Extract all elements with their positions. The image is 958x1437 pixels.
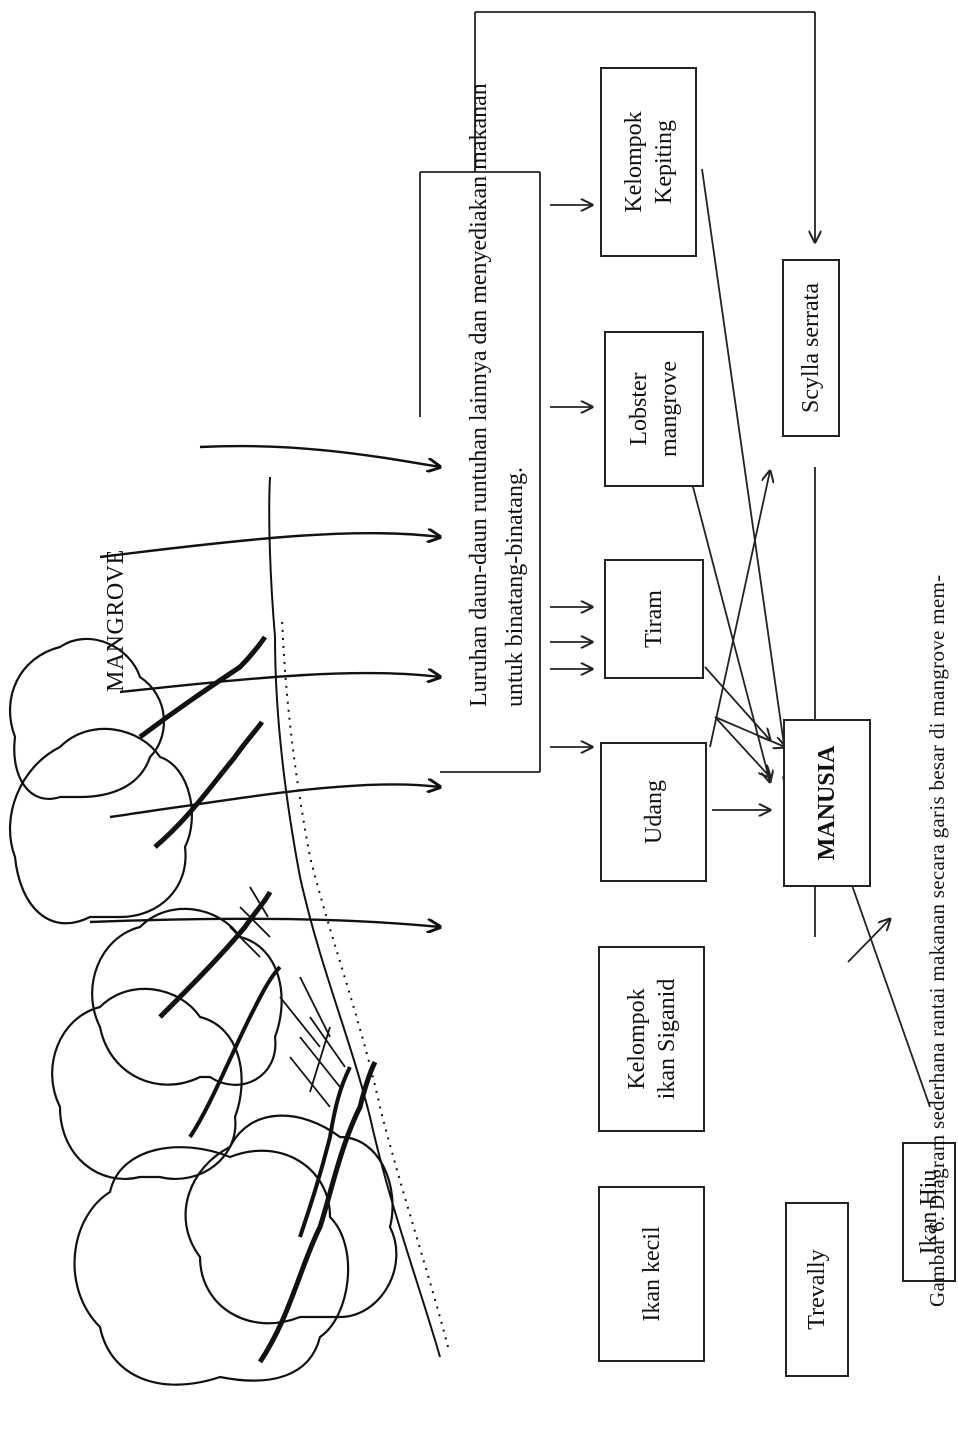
canopy-3 [51, 987, 243, 1180]
canopy-1 [73, 1146, 350, 1386]
trunk-2 [298, 1066, 352, 1238]
tiram-to-manusia [704, 666, 770, 740]
canopy-2 [184, 1114, 398, 1325]
trunk-6 [138, 635, 268, 740]
detritus-text-line1: Luruhan daun-daun runtuhan lainnya dan m… [466, 83, 492, 707]
node-manusia: MANUSIA [783, 719, 871, 887]
node-lobster-label-1: Lobster [626, 372, 652, 446]
trevally-to-hiu [847, 919, 890, 963]
detritus-text-line2: untuk binatang-binatang. [502, 467, 528, 707]
root-2 [229, 886, 271, 958]
litter-arrow-2 [119, 673, 440, 694]
litter-arrows [89, 444, 440, 927]
canopy-5 [8, 727, 193, 925]
node-trevally-label: Trevally [804, 1249, 830, 1330]
node-siganid-label-1: Kelompok [623, 988, 650, 1090]
node-kepiting-label-2: Kepiting [650, 120, 677, 204]
canopy-4 [91, 907, 283, 1086]
node-tiram: Tiram [604, 559, 704, 679]
litter-arrow-1 [109, 784, 440, 819]
node-tiram-label: Tiram [641, 590, 667, 648]
feeding-arrows [550, 205, 592, 747]
trunk-3 [188, 965, 282, 1139]
node-siganid-label-2: ikan Siganid [653, 978, 680, 1100]
root-1 [279, 976, 346, 1108]
litter-arrow-3 [199, 444, 440, 467]
litter-arrow-5 [99, 533, 440, 559]
trunk-5 [153, 720, 265, 849]
node-siganid: Kelompok ikan Siganid [598, 946, 705, 1132]
substrate-dots [281, 616, 449, 1348]
node-scylla-label: Scylla serrata [798, 283, 824, 413]
node-manusia-label: MANUSIA [814, 745, 840, 861]
lobster-to-manusia [679, 436, 770, 782]
ikan-kecil-to-manusia [714, 716, 785, 747]
trunk-4 [158, 890, 273, 1019]
litter-arrow-4 [89, 917, 440, 927]
mangrove-trees-illustration [8, 476, 449, 1386]
ikan-kecil-to-trevally [714, 716, 770, 777]
node-trevally: Trevally [785, 1202, 849, 1377]
node-udang: Udang [600, 742, 707, 882]
figure-caption: Gambar 6. Diagram sederhana rantai makan… [925, 574, 949, 1307]
node-lobster-label-2: mangrove [656, 361, 682, 457]
kepiting-to-manusia [701, 168, 790, 787]
node-kepiting: Kelompok Kepiting [600, 67, 697, 257]
mangrove-title: MANGROVE [103, 549, 129, 692]
detritus-bracket [419, 11, 815, 773]
node-lobster: Lobster mangrove [604, 331, 704, 487]
node-udang-label: Udang [640, 780, 667, 844]
node-ikan-kecil: Ikan kecil [598, 1186, 705, 1362]
node-scylla: Scylla serrata [782, 259, 840, 437]
arrows-to-manusia [679, 168, 931, 1108]
node-kepiting-label-1: Kelompok [620, 111, 647, 213]
canopy-6 [8, 637, 166, 800]
siganid-to-manusia [709, 471, 770, 748]
substrate-line [268, 476, 441, 1358]
trunk-1 [257, 1060, 378, 1364]
node-ikan-kecil-label: Ikan kecil [638, 1226, 665, 1322]
